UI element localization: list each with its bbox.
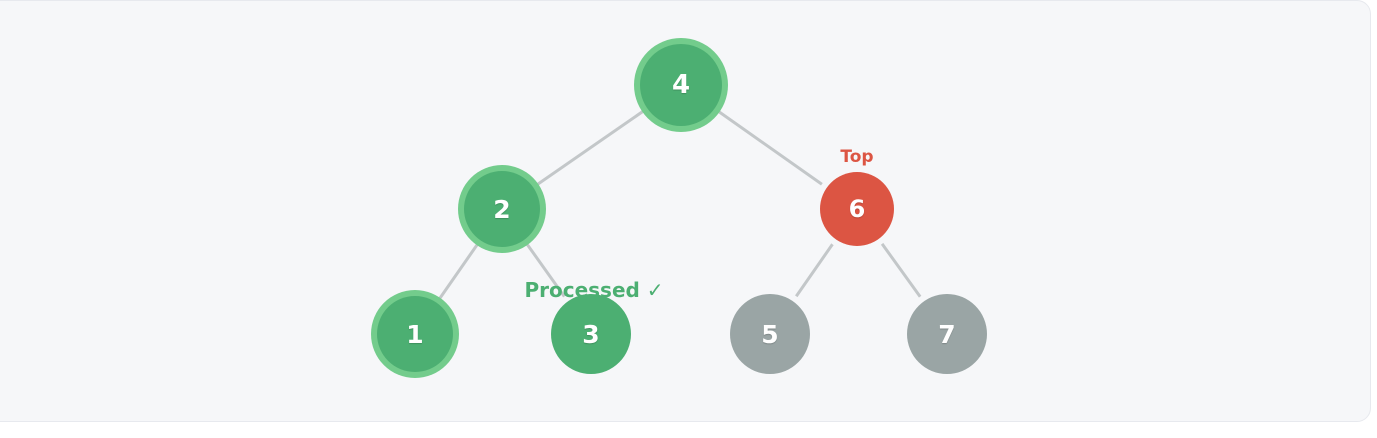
tree-node-1[interactable]: 1 xyxy=(377,296,453,372)
tree-node-label: 2 xyxy=(493,194,511,224)
tree-node-7[interactable]: 7 xyxy=(907,294,987,374)
tree-node-6[interactable]: 6 xyxy=(820,172,894,246)
annotation-top: Top xyxy=(840,147,874,167)
tree-node-3[interactable]: 3 xyxy=(551,294,631,374)
tree-node-label: 5 xyxy=(761,319,779,349)
tree-node-label: 3 xyxy=(582,319,600,349)
tree-node-label: 7 xyxy=(938,319,956,349)
tree-node-2[interactable]: 2 xyxy=(464,171,540,247)
tree-node-4[interactable]: 4 xyxy=(640,44,722,126)
tree-node-5[interactable]: 5 xyxy=(730,294,810,374)
annotation-processed: Processed ✓ xyxy=(524,278,664,302)
tree-node-label: 1 xyxy=(406,319,424,349)
tree-node-label: 4 xyxy=(671,70,691,100)
tree-node-label: 6 xyxy=(848,195,866,223)
